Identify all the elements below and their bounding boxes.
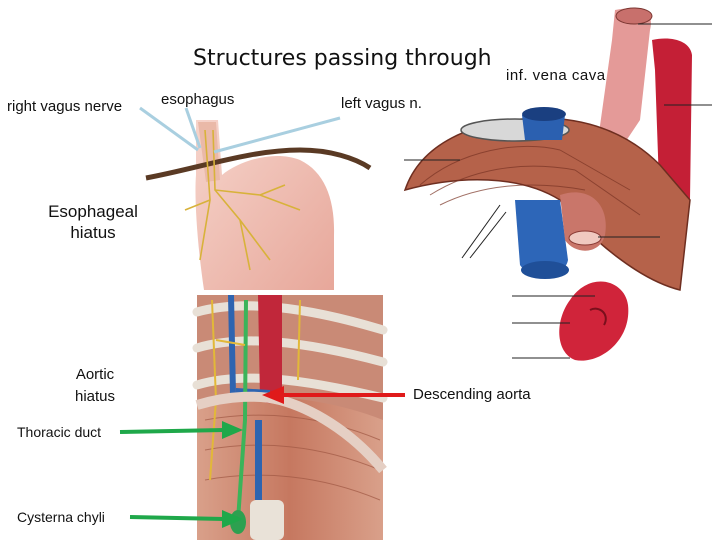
aortic-hiatus-label: Aortic hiatus <box>74 366 116 405</box>
esophagus-label: esophagus <box>161 91 235 108</box>
descending-aorta-arrow <box>262 386 405 404</box>
left-vagus-pointer <box>213 116 341 154</box>
right-vagus-pointer <box>139 106 199 152</box>
cysterna-chyli-arrow <box>129 510 243 528</box>
posterior-wall-illustration <box>192 295 388 540</box>
left-vagus-label: left vagus n. <box>341 95 422 112</box>
page-title: Structures passing through <box>193 46 492 71</box>
esophagus-pointer <box>184 107 202 149</box>
inf-vena-cava-label: inf. vena cava <box>506 67 606 84</box>
descending-aorta-label: Descending aorta <box>413 386 531 403</box>
right-vagus-label: right vagus nerve <box>7 98 123 115</box>
diaphragm-illustration <box>403 7 712 361</box>
thoracic-duct-label: Thoracic duct <box>17 424 102 440</box>
esophageal-hiatus-label: Esophageal hiatus <box>48 202 138 242</box>
cysterna-chyli-label: Cysterna chyli <box>17 509 105 525</box>
thoracic-duct-arrow <box>119 421 243 439</box>
stomach-illustration <box>145 120 372 290</box>
